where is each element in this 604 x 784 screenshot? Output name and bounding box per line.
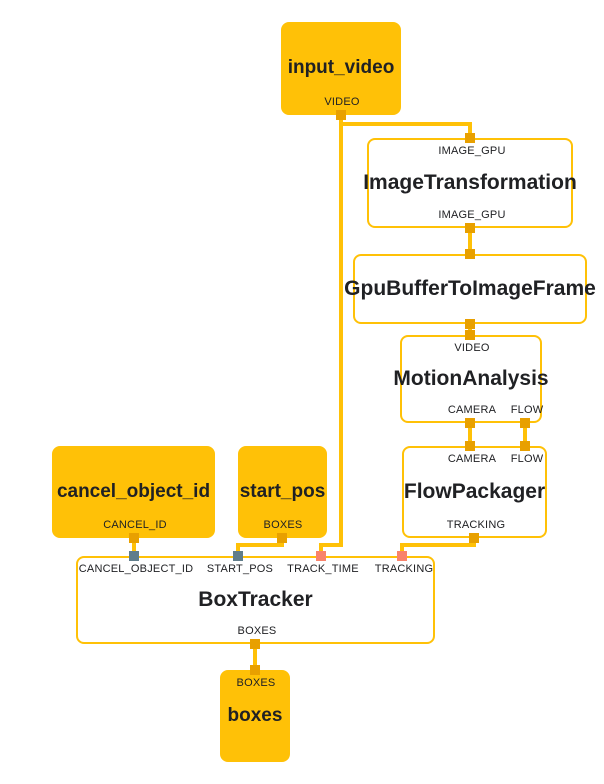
port-in-VIDEO[interactable] <box>465 330 475 340</box>
graph-node-MotionAnalysis[interactable]: MotionAnalysis VIDEO CAMERA FLOW <box>393 335 549 423</box>
node-title: ImageTransformation <box>363 171 577 195</box>
port-out-BOXES[interactable] <box>277 533 287 543</box>
port-label-in: TRACK_TIME <box>287 563 359 575</box>
graph-node-FlowPackager[interactable]: FlowPackager CAMERA FLOW TRACKING <box>402 446 547 538</box>
port-label-in: CANCEL_OBJECT_ID <box>78 563 194 575</box>
port-label-out: BOXES <box>263 519 303 531</box>
port-in-BOXES[interactable] <box>250 665 260 675</box>
graph-node-boxes[interactable]: boxes BOXES <box>220 670 290 762</box>
port-label-in: IMAGE_GPU <box>438 145 506 157</box>
node-title: BoxTracker <box>198 588 313 612</box>
port-label-in: BOXES <box>236 677 276 689</box>
port-out-CANCEL_ID[interactable] <box>129 533 139 543</box>
port-out-BOXES[interactable] <box>250 639 260 649</box>
node-title: FlowPackager <box>403 480 546 504</box>
edge <box>339 115 472 138</box>
port-in-TRACKING[interactable] <box>397 551 407 561</box>
port-in-CANCEL_OBJECT_ID[interactable] <box>129 551 139 561</box>
node-title: MotionAnalysis <box>393 367 549 391</box>
port-label-out: IMAGE_GPU <box>438 209 506 221</box>
port-in-TRACK_TIME[interactable] <box>316 551 326 561</box>
node-title: start_pos <box>239 480 326 502</box>
port-in-CAMERA[interactable] <box>465 441 475 451</box>
port-label-in: START_POS <box>206 563 274 575</box>
graph-node-GpuBufferToImageFrame[interactable]: GpuBufferToImageFrame <box>344 254 596 324</box>
port-label-out: BOXES <box>237 625 277 637</box>
port-label-out: FLOW <box>510 404 544 416</box>
port-label-in: VIDEO <box>454 342 490 354</box>
port-in-START_POS[interactable] <box>233 551 243 561</box>
port-label-out: CANCEL_ID <box>103 519 167 531</box>
port-label-in: TRACKING <box>374 563 434 575</box>
edge <box>236 538 284 556</box>
node-title: boxes <box>227 704 283 726</box>
port-out-IMAGE_GPU[interactable] <box>465 223 475 233</box>
port-in-IMAGE_GPU[interactable] <box>465 133 475 143</box>
node-title: cancel_object_id <box>56 480 211 502</box>
port-out-CAMERA[interactable] <box>465 418 475 428</box>
port-label-out: VIDEO <box>324 96 360 108</box>
node-title: GpuBufferToImageFrame <box>344 277 596 301</box>
port-in-FLOW[interactable] <box>520 441 530 451</box>
port-out-FLOW[interactable] <box>520 418 530 428</box>
port-in-default[interactable] <box>465 249 475 259</box>
graph-node-BoxTracker[interactable]: BoxTracker CANCEL_OBJECT_ID START_POS TRACK… <box>76 556 435 644</box>
port-out-TRACKING[interactable] <box>469 533 479 543</box>
node-title: input_video <box>287 57 395 79</box>
port-out-VIDEO[interactable] <box>336 110 346 120</box>
port-label-out: TRACKING <box>446 519 506 531</box>
port-label-in: FLOW <box>510 453 544 465</box>
edge <box>400 538 476 556</box>
port-label-in: CAMERA <box>447 453 497 465</box>
port-out-default[interactable] <box>465 319 475 329</box>
port-label-out: CAMERA <box>447 404 497 416</box>
